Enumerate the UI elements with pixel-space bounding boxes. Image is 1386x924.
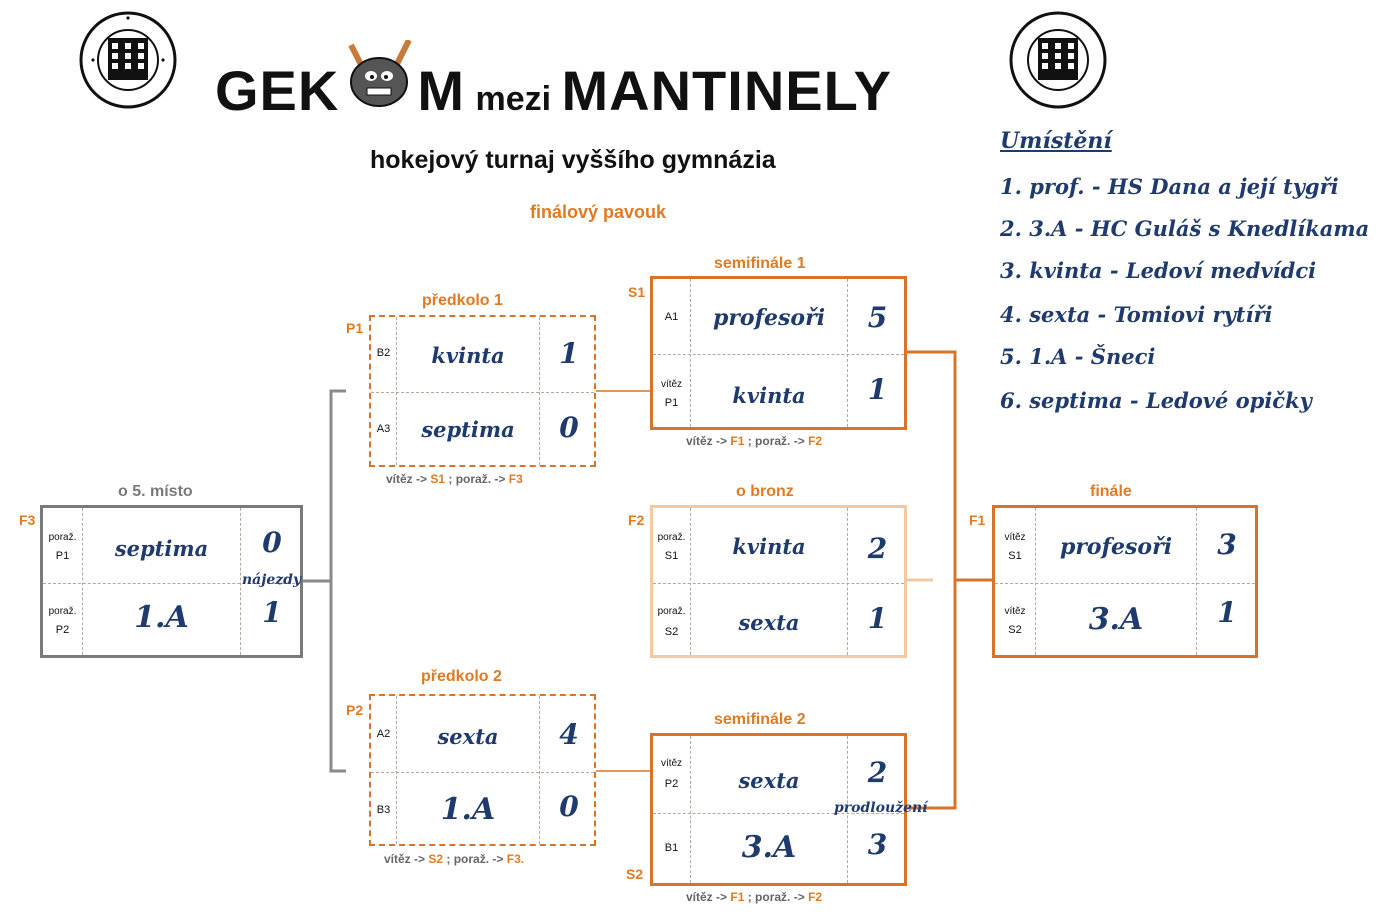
team-name: 1.A xyxy=(83,600,240,635)
match-box-p1: B2 kvinta 1 A3 septima 0 xyxy=(369,315,596,467)
match-note-p2: vítěz -> S2 ; poraž. -> F3. xyxy=(384,852,524,866)
match-note-s2: vítěz -> F1 ; poraž. -> F2 xyxy=(686,890,822,904)
match-code-f3: F3 xyxy=(19,512,35,528)
team-name: septima xyxy=(83,536,240,561)
team-name: sexta xyxy=(691,768,847,793)
slot-label: poraž. xyxy=(43,606,82,617)
score: 1 xyxy=(848,602,907,635)
slot-label: A1 xyxy=(653,311,690,323)
score: 3 xyxy=(1197,528,1257,561)
slot-label: S1 xyxy=(653,550,690,562)
slot-label: S1 xyxy=(995,550,1035,562)
match-title-f3: o 5. místo xyxy=(118,483,193,501)
team-name: sexta xyxy=(397,724,539,749)
team-name: kvinta xyxy=(691,383,847,408)
match-box-f2: poraž. S1 kvinta 2 poraž. S2 sexta 1 xyxy=(650,505,907,658)
match-code-p1: P1 xyxy=(346,320,363,336)
match-box-p2: A2 sexta 4 B3 1.A 0 xyxy=(369,694,596,846)
slot-label: B1 xyxy=(653,842,690,854)
score: 1 xyxy=(848,373,907,406)
team-name: profesoři xyxy=(691,305,847,331)
match-title-f2: o bronz xyxy=(736,483,794,501)
team-name: kvinta xyxy=(397,343,539,368)
score: 0 xyxy=(540,790,598,823)
team-name: profesoři xyxy=(1036,534,1196,560)
team-name: sexta xyxy=(691,610,847,635)
score: 4 xyxy=(540,718,598,751)
score: 1 xyxy=(1197,596,1257,629)
match-note-p1: vítěz -> S1 ; poraž. -> F3 xyxy=(386,472,523,486)
score: 0 xyxy=(540,411,598,444)
slot-label: S2 xyxy=(653,626,690,638)
team-name: 3.A xyxy=(1036,602,1196,637)
match-title-p2: předkolo 2 xyxy=(421,668,502,686)
slot-label: P2 xyxy=(653,778,690,790)
slot-label: poraž. xyxy=(653,532,690,543)
slot-label: vítěz xyxy=(653,379,690,390)
slot-label: vítěz xyxy=(995,532,1035,543)
match-code-f1: F1 xyxy=(969,512,985,528)
match-title-f1: finále xyxy=(1090,483,1132,501)
score: 2 xyxy=(848,756,907,789)
match-box-f1: vítěz S1 profesoři 3 vítěz S2 3.A 1 xyxy=(992,505,1258,658)
match-code-s1: S1 xyxy=(628,284,645,300)
score: 5 xyxy=(848,301,907,334)
overtime-note: prodloužení xyxy=(834,800,927,816)
match-box-s1: A1 profesoři 5 vítěz P1 kvinta 1 xyxy=(650,276,907,430)
score: 1 xyxy=(540,337,598,370)
score: 2 xyxy=(848,532,907,565)
team-name: 3.A xyxy=(691,830,847,865)
match-code-f2: F2 xyxy=(628,512,644,528)
slot-label: P1 xyxy=(43,550,82,562)
team-name: 1.A xyxy=(397,792,539,827)
team-name: kvinta xyxy=(691,534,847,559)
team-name: septima xyxy=(397,417,539,442)
slot-label: B2 xyxy=(371,347,396,359)
match-title-s1: semifinále 1 xyxy=(714,255,806,273)
slot-label: vítěz xyxy=(653,758,690,769)
score: 1 xyxy=(241,596,303,629)
score: 0 xyxy=(241,526,303,559)
slot-label: vítěz xyxy=(995,606,1035,617)
slot-label: S2 xyxy=(995,624,1035,636)
slot-label: poraž. xyxy=(653,606,690,617)
slot-label: poraž. xyxy=(43,532,82,543)
match-note-s1: vítěz -> F1 ; poraž. -> F2 xyxy=(686,434,822,448)
slot-label: A3 xyxy=(371,423,396,435)
shootout-note: nájezdy xyxy=(242,572,301,588)
match-code-s2: S2 xyxy=(626,866,643,882)
slot-label: P1 xyxy=(653,397,690,409)
slot-label: P2 xyxy=(43,624,82,636)
score: 3 xyxy=(848,828,907,861)
match-code-p2: P2 xyxy=(346,702,363,718)
slot-label: B3 xyxy=(371,804,396,816)
slot-label: A2 xyxy=(371,728,396,740)
match-title-s2: semifinále 2 xyxy=(714,711,806,729)
match-title-p1: předkolo 1 xyxy=(422,292,503,310)
